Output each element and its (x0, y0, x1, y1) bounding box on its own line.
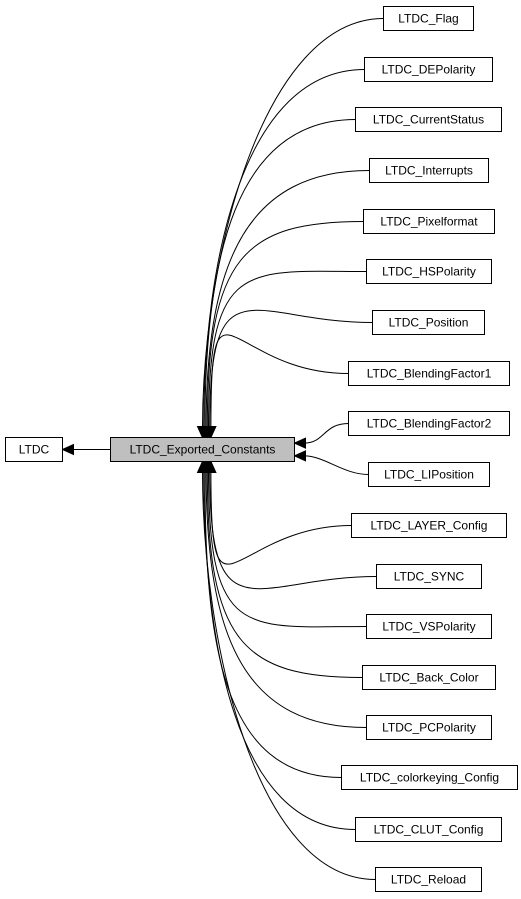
node-ltdc-sync[interactable]: LTDC_SYNC (376, 564, 482, 589)
node-ltdc-pcpolarity[interactable]: LTDC_PCPolarity (366, 715, 492, 740)
node-ltdc-clut-config[interactable]: LTDC_CLUT_Config (355, 817, 502, 842)
node-ltdc-currentstatus-label: LTDC_CurrentStatus (373, 113, 484, 127)
node-ltdc-interrupts-box (369, 158, 489, 183)
node-ltdc-clut-config-box (355, 817, 502, 842)
node-ltdc-sync-box (376, 564, 482, 589)
node-ltdc-hspolarity[interactable]: LTDC_HSPolarity (366, 259, 492, 284)
node-ltdc-vspolarity-label: LTDC_VSPolarity (382, 620, 475, 634)
node-ltdc-pixelformat-box (363, 209, 495, 234)
node-ltdc-exported-constants-box (110, 437, 295, 462)
node-ltdc-flag-box (383, 6, 474, 31)
node-ltdc-liposition[interactable]: LTDC_LIPosition (368, 462, 490, 487)
edge-c9 (304, 455, 369, 475)
node-ltdc-box (5, 437, 63, 462)
node-ltdc-position-box (372, 310, 485, 335)
node-ltdc-depolarity[interactable]: LTDC_DEPolarity (364, 57, 493, 82)
edge-c8 (304, 423, 349, 444)
node-ltdc-layer-config-box (351, 513, 507, 538)
node-ltdc-liposition-label: LTDC_LIPosition (384, 468, 474, 482)
node-ltdc-sync-label: LTDC_SYNC (394, 570, 465, 584)
node-ltdc-label: LTDC (19, 443, 50, 457)
node-ltdc-clut-config-label: LTDC_CLUT_Config (374, 823, 484, 837)
node-ltdc-position[interactable]: LTDC_Position (372, 310, 485, 335)
node-ltdc-pcpolarity-label: LTDC_PCPolarity (382, 721, 476, 735)
edge-c10 (210, 471, 352, 565)
arrow-to-ltdc (61, 443, 74, 456)
node-ltdc-hspolarity-label: LTDC_HSPolarity (382, 265, 476, 279)
arrow-c17 (196, 460, 209, 473)
node-layer: LTDC LTDC_Exported_Constants LTDC_FlagLTDC… (5, 6, 518, 892)
node-ltdc-currentstatus[interactable]: LTDC_CurrentStatus (355, 107, 502, 132)
edge-c16 (203, 471, 356, 830)
node-ltdc-layer-config-label: LTDC_LAYER_Config (371, 519, 488, 533)
node-ltdc-colorkeying-config-label: LTDC_colorkeying_Config (360, 771, 499, 785)
node-ltdc-vspolarity-box (366, 614, 492, 639)
node-ltdc-flag-label: LTDC_Flag (398, 12, 458, 26)
edge-c1 (203, 69, 365, 428)
node-ltdc-colorkeying-config-box (341, 765, 518, 790)
edge-layer (61, 18, 384, 880)
edge-c17 (202, 471, 376, 880)
edge-c11 (209, 471, 377, 590)
node-ltdc-exported-constants-label: LTDC_Exported_Constants (130, 443, 276, 457)
node-ltdc-depolarity-box (364, 57, 493, 82)
node-ltdc-reload-box (375, 867, 482, 892)
edge-c12 (208, 471, 367, 628)
node-ltdc-pixelformat-label: LTDC_Pixelformat (380, 215, 478, 229)
arrow-c8 (293, 437, 306, 449)
node-ltdc[interactable]: LTDC (5, 437, 63, 462)
node-ltdc-liposition-box (368, 462, 490, 487)
node-ltdc-interrupts-label: LTDC_Interrupts (385, 164, 473, 178)
node-ltdc-position-label: LTDC_Position (389, 316, 469, 330)
node-ltdc-blendingfactor1-label: LTDC_BlendingFactor1 (367, 367, 492, 381)
node-ltdc-layer-config[interactable]: LTDC_LAYER_Config (351, 513, 507, 538)
node-ltdc-back-color[interactable]: LTDC_Back_Color (362, 665, 496, 690)
node-ltdc-pcpolarity-box (366, 715, 492, 740)
arrow-c9 (293, 450, 306, 462)
node-ltdc-flag[interactable]: LTDC_Flag (383, 6, 474, 31)
node-ltdc-depolarity-label: LTDC_DEPolarity (382, 63, 476, 77)
node-ltdc-back-color-box (362, 665, 496, 690)
node-ltdc-blendingfactor2-label: LTDC_BlendingFactor2 (367, 417, 492, 431)
edge-c2 (204, 119, 356, 428)
node-ltdc-blendingfactor2[interactable]: LTDC_BlendingFactor2 (348, 411, 510, 436)
node-ltdc-hspolarity-box (366, 259, 492, 284)
node-ltdc-reload-label: LTDC_Reload (391, 873, 466, 887)
arrow-c7 (205, 426, 217, 439)
node-ltdc-reload[interactable]: LTDC_Reload (375, 867, 482, 892)
node-ltdc-colorkeying-config[interactable]: LTDC_colorkeying_Config (341, 765, 518, 790)
node-ltdc-exported-constants[interactable]: LTDC_Exported_Constants (110, 437, 295, 462)
node-ltdc-back-color-label: LTDC_Back_Color (379, 671, 478, 685)
edge-c3 (205, 170, 370, 428)
node-ltdc-blendingfactor1[interactable]: LTDC_BlendingFactor1 (348, 361, 510, 386)
node-ltdc-pixelformat[interactable]: LTDC_Pixelformat (363, 209, 495, 234)
node-ltdc-currentstatus-box (355, 107, 502, 132)
edge-c14 (205, 471, 367, 728)
edge-c7 (210, 334, 349, 428)
edge-c5 (208, 270, 367, 428)
node-ltdc-vspolarity[interactable]: LTDC_VSPolarity (366, 614, 492, 639)
edge-c13 (206, 471, 363, 678)
node-ltdc-blendingfactor1-box (348, 361, 510, 386)
node-ltdc-interrupts[interactable]: LTDC_Interrupts (369, 158, 489, 183)
edge-c4 (206, 221, 364, 428)
node-ltdc-blendingfactor2-box (348, 411, 510, 436)
